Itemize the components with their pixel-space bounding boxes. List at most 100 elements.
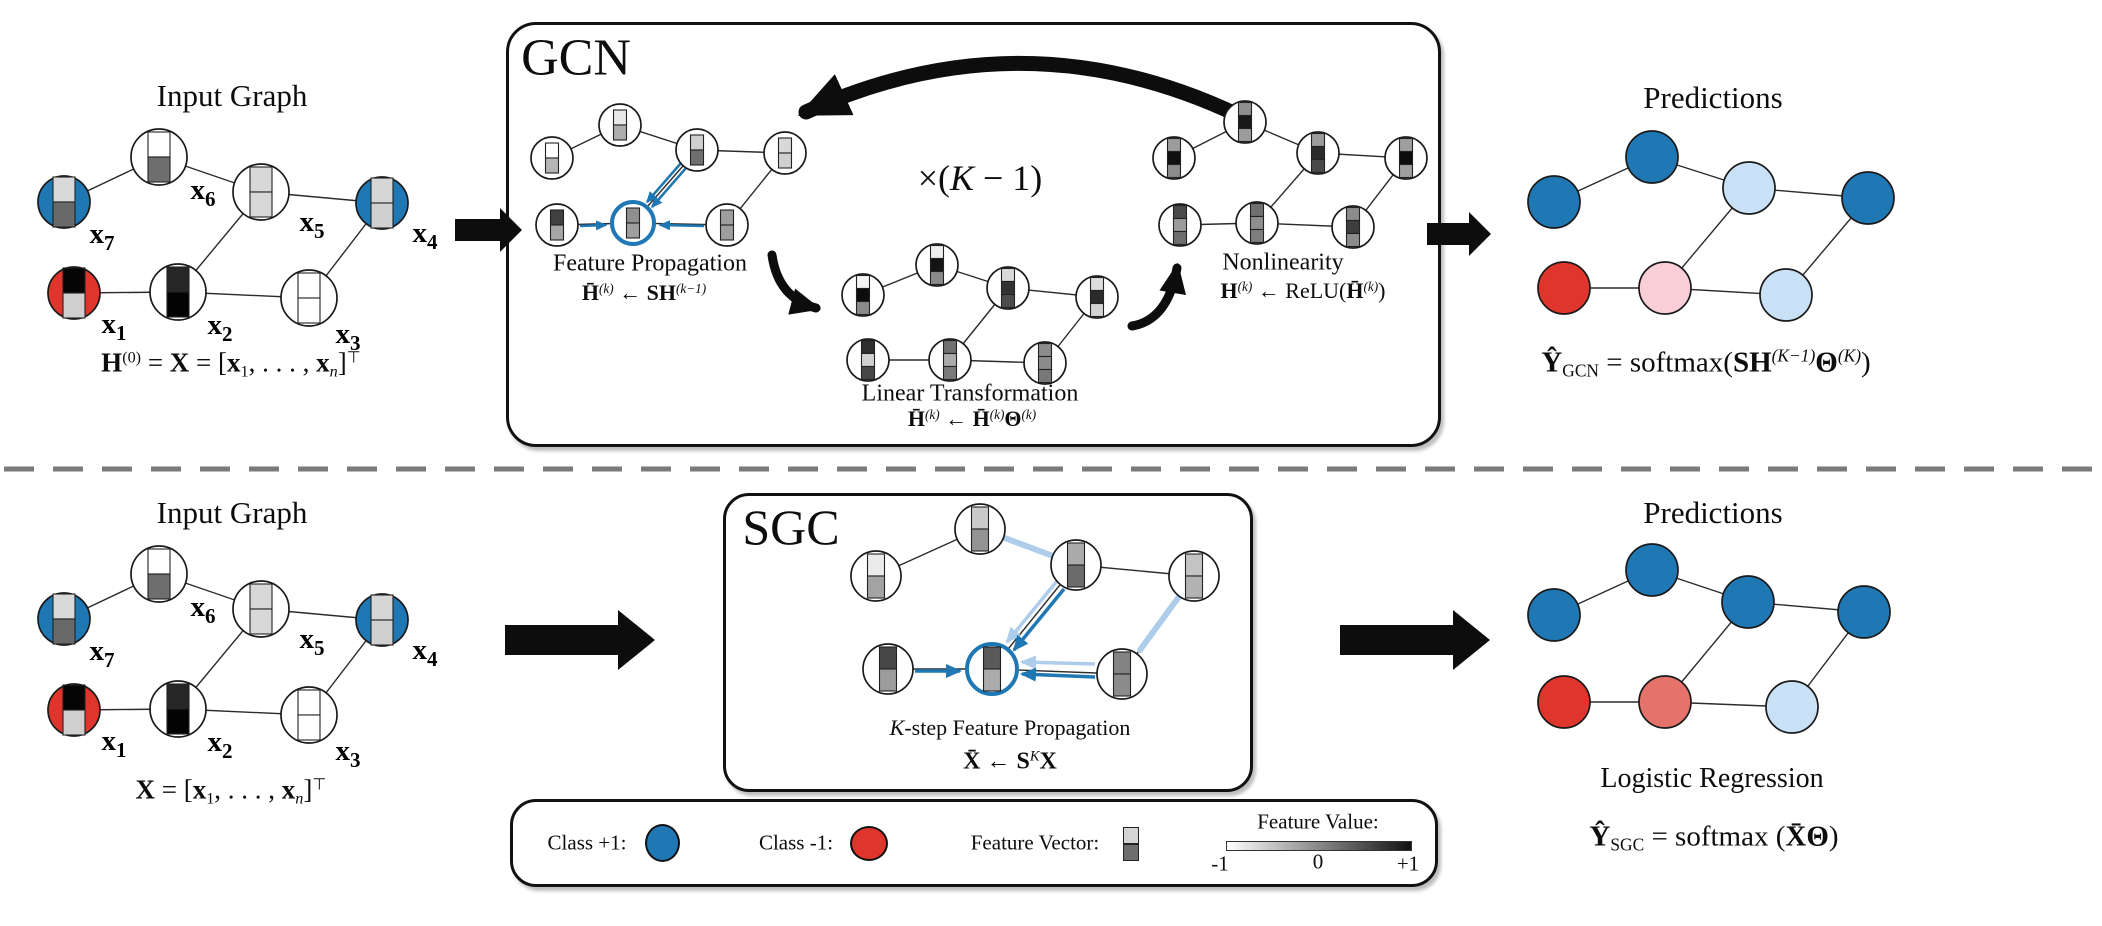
class-minus-swatch: [850, 826, 888, 861]
predictions-graph-bottom-edge-x5-x2: [1664, 601, 1749, 703]
legend-feature-value-label: Feature Value:: [1257, 809, 1379, 834]
input-graph-bottom-edge-x3-x4: [308, 619, 383, 716]
input-graph-top-node-x5-feature-segment: [249, 191, 273, 218]
input-graph-top-node-x1: [47, 266, 101, 320]
k-step-feature-propagation-label: K-step Feature Propagation: [889, 715, 1131, 740]
input-graph-top-label-x2: x2: [208, 309, 233, 346]
input-graph-bottom-node-x4: [355, 593, 409, 647]
input-graph-bottom-edge-x7-x6: [63, 573, 160, 620]
input-graph-bottom-title: Input Graph: [156, 495, 308, 530]
input-graph-top-node-x7: [37, 175, 91, 229]
input-graph-top-label-x5: x5: [300, 206, 325, 243]
gradient-min-tick: -1: [1211, 851, 1229, 876]
input-graph-bottom-node-x6: [130, 545, 188, 603]
input-graph-top-node-x3-feature-segment: [297, 297, 321, 324]
predictions-graph-bottom-node-x2: [1638, 675, 1692, 729]
input-graph-top-label-x6: x6: [191, 174, 216, 211]
input-graph-top-node-x6-feature-segment: [147, 131, 171, 158]
predictions-graph-bottom-edge-x3-x4: [1791, 611, 1865, 708]
feature-vector-swatch: [1123, 827, 1139, 861]
input-graph-top-node-x4-feature-segment: [370, 202, 394, 229]
predictions-graph-top-edge-x6-x5: [1651, 156, 1750, 189]
predictions-graph-top-node-x7: [1527, 175, 1581, 229]
legend-class-minus-label: Class -1:: [758, 830, 834, 855]
predictions-graph-bottom-edge-x7-x6: [1553, 569, 1653, 616]
input-graph-top-node-x6: [130, 128, 188, 186]
input-graph-top-node-x6-feature-segment: [147, 156, 171, 183]
input-graph-top-edge-x6-x5: [158, 156, 262, 193]
input-graph-bottom-node-x5-feature-segment: [249, 583, 273, 610]
input-graph-top-title: Input Graph: [156, 78, 308, 113]
predictions-graph-bottom-edge-x6-x5: [1651, 569, 1749, 603]
input-graph-top-node-x7-feature-segment: [52, 201, 76, 228]
predictions-graph-bottom-node-x5: [1721, 575, 1775, 629]
input-graph-top-label-x1: x1: [102, 308, 127, 345]
predictions-bottom-title: Predictions: [1643, 495, 1783, 530]
predictions-graph-top-node-x6: [1625, 130, 1679, 184]
input-graph-bottom-node-x4-feature-segment: [370, 619, 394, 646]
input-graph-top-node-x1-feature-segment: [62, 292, 86, 319]
input-graph-bottom-label-x3: x3: [336, 735, 361, 772]
predictions-graph-top-node-x2: [1638, 261, 1692, 315]
input-graph-top-edge-x5-x2: [177, 191, 262, 293]
sgc-output-formula: ŶSGC = softmax (X̄Θ): [1589, 820, 1839, 855]
input-graph-bottom-node-x4-feature-segment: [370, 594, 394, 621]
input-graph-top-node-x7-feature-segment: [52, 176, 76, 203]
input-graph-bottom-node-x6-feature-segment: [147, 573, 171, 600]
repeat-k-minus-1-label: ×(K − 1): [917, 158, 1043, 198]
input-graph-top-edge-x1-x2: [73, 291, 179, 294]
predictions-graph-bottom-node-x7: [1527, 588, 1581, 642]
input-graph-bottom-node-x7-feature-segment: [52, 618, 76, 645]
feature-vector-swatch-bottom: [1123, 844, 1139, 861]
input-graph-top-edge-x5-x4: [260, 191, 383, 204]
predictions-graph-bottom-edge-x5-x4: [1747, 601, 1865, 613]
input-graph-bottom-label-x4: x4: [413, 634, 439, 671]
sgc-propagation-formula: X̄ ← SKX: [963, 748, 1057, 775]
input-graph-bottom-node-x6-feature-segment: [147, 548, 171, 575]
input-graph-top-node-x4: [355, 176, 409, 230]
input-graph-top-node-x2: [149, 263, 207, 321]
input-graph-bottom-node-x3: [280, 686, 338, 744]
input-graph-bottom-node-x7: [37, 592, 91, 646]
predictions-graph-top-edge-x3-x4: [1785, 197, 1869, 296]
predictions-graph-top-edge-x2-x3: [1664, 287, 1787, 296]
input-graph-top-edge-x2-x3: [177, 291, 310, 299]
predictions-top-title: Predictions: [1643, 80, 1783, 115]
predictions-graph-bottom-node-x6: [1625, 543, 1679, 597]
input-graph-bottom-label-x6: x6: [191, 591, 216, 628]
input-graph-top-edge-x7-x6: [63, 156, 160, 203]
input-graph-top-node-x3: [280, 269, 338, 327]
input-graph-bottom-edge-x5-x4: [260, 608, 383, 621]
input-graph-bottom-node-x3-feature-segment: [297, 714, 321, 741]
input-graph-top-node-x5-feature-segment: [249, 166, 273, 193]
gradient-max-tick: +1: [1396, 851, 1420, 876]
predictions-graph-bottom-edge-x2-x3: [1664, 701, 1793, 708]
feature-propagation-label: Feature Propagation: [553, 250, 747, 277]
input-graph-bottom-label-x7: x7: [90, 635, 115, 672]
predictions-graph-top-edge-x5-x4: [1748, 187, 1869, 199]
input-graph-top-node-x3-feature-segment: [297, 272, 321, 299]
predictions-graph-bottom: [1527, 543, 1891, 734]
input-graph-top-node-x2-feature-segment: [166, 266, 190, 293]
arrow-sgc-to-predictions: [1340, 610, 1490, 670]
input-top-formula: H(0) = X = [x1, . . . , xn]⊤: [101, 347, 361, 381]
input-graph-bottom-node-x1-feature-segment: [62, 709, 86, 736]
feature-propagation-formula: H̄(k) ← SH(k−1): [581, 280, 707, 305]
input-graph-top-node-x2-feature-segment: [166, 291, 190, 318]
linear-transformation-formula: H̄(k) ← H̄(k)Θ(k): [907, 406, 1037, 431]
feature-value-gradient: [1226, 841, 1412, 851]
input-graph-top-label-x7: x7: [90, 218, 115, 255]
input-graph-bottom-node-x5: [232, 580, 290, 638]
input-graph-bottom-node-x2-feature-segment: [166, 683, 190, 710]
predictions-graph-top-node-x3: [1759, 268, 1813, 322]
input-graph-bottom-label-x1: x1: [102, 725, 127, 762]
input-graph-bottom-edge-x2-x3: [177, 708, 310, 716]
nonlinearity-formula: H(k) ← ReLU(H̄(k)): [1220, 278, 1386, 303]
predictions-graph-top-node-x5: [1722, 161, 1776, 215]
sgc-box-title: SGC: [742, 499, 840, 555]
input-graph-bottom-edge-x1-x2: [73, 708, 179, 711]
input-graph-top-node-x1-feature-segment: [62, 267, 86, 294]
input-graph-bottom-node-x5-feature-segment: [249, 608, 273, 635]
input-graph-bottom-edge-x6-x5: [158, 573, 262, 610]
